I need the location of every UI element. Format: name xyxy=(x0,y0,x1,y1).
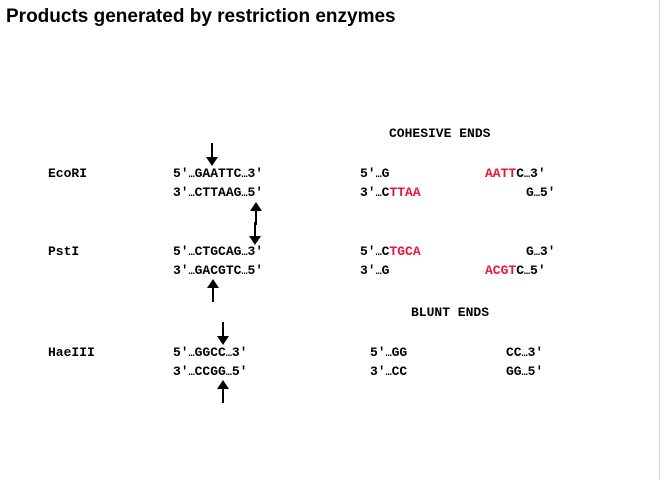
haeiii-right-bottom-fragment: GG…5′ xyxy=(506,364,544,379)
ecori-cut-arrow-top xyxy=(206,143,218,166)
psti-cut-arrow-bottom xyxy=(207,279,219,302)
haeiii-site-top: 5′…GGCC…3′ xyxy=(173,345,248,360)
psti-right-top-fragment: G…3′ xyxy=(526,244,556,259)
psti-site-top: 5′…CTGCAG…3′ xyxy=(173,244,264,259)
psti-left-top-fragment: 5′…CTGCA xyxy=(360,244,421,259)
enzyme-name-psti: PstI xyxy=(48,244,80,259)
ecori-left-bottom-fragment: 3′…CTTAA xyxy=(360,185,421,200)
enzyme-name-ecori: EcoRI xyxy=(48,166,88,181)
page-title: Products generated by restriction enzyme… xyxy=(6,6,396,27)
psti-right-bottom-fragment: ACGTC…5′ xyxy=(485,263,546,278)
psti-cut-arrow-top xyxy=(249,222,261,245)
enzyme-name-haeiii: HaeIII xyxy=(48,345,95,360)
haeiii-site-bottom: 3′…CCGG…5′ xyxy=(173,364,248,379)
ecori-left-top-fragment: 5′…G xyxy=(360,166,390,181)
psti-left-bottom-fragment: 3′…G xyxy=(360,263,390,278)
haeiii-cut-arrow-bottom xyxy=(217,380,229,403)
psti-site-bottom: 3′…GACGTC…5′ xyxy=(173,263,264,278)
ecori-site-bottom: 3′…CTTAAG…5′ xyxy=(173,185,264,200)
ecori-right-top-fragment: AATTC…3′ xyxy=(485,166,546,181)
haeiii-left-top-fragment: 5′…GG xyxy=(370,345,408,360)
ecori-right-bottom-fragment: G…5′ xyxy=(526,185,556,200)
blunt-ends-header: BLUNT ENDS xyxy=(411,305,490,320)
ecori-site-top: 5′…GAATTC…3′ xyxy=(173,166,264,181)
haeiii-right-top-fragment: CC…3′ xyxy=(506,345,544,360)
haeiii-cut-arrow-top xyxy=(217,322,229,345)
cohesive-ends-header: COHESIVE ENDS xyxy=(389,126,491,141)
haeiii-left-bottom-fragment: 3′…CC xyxy=(370,364,408,379)
